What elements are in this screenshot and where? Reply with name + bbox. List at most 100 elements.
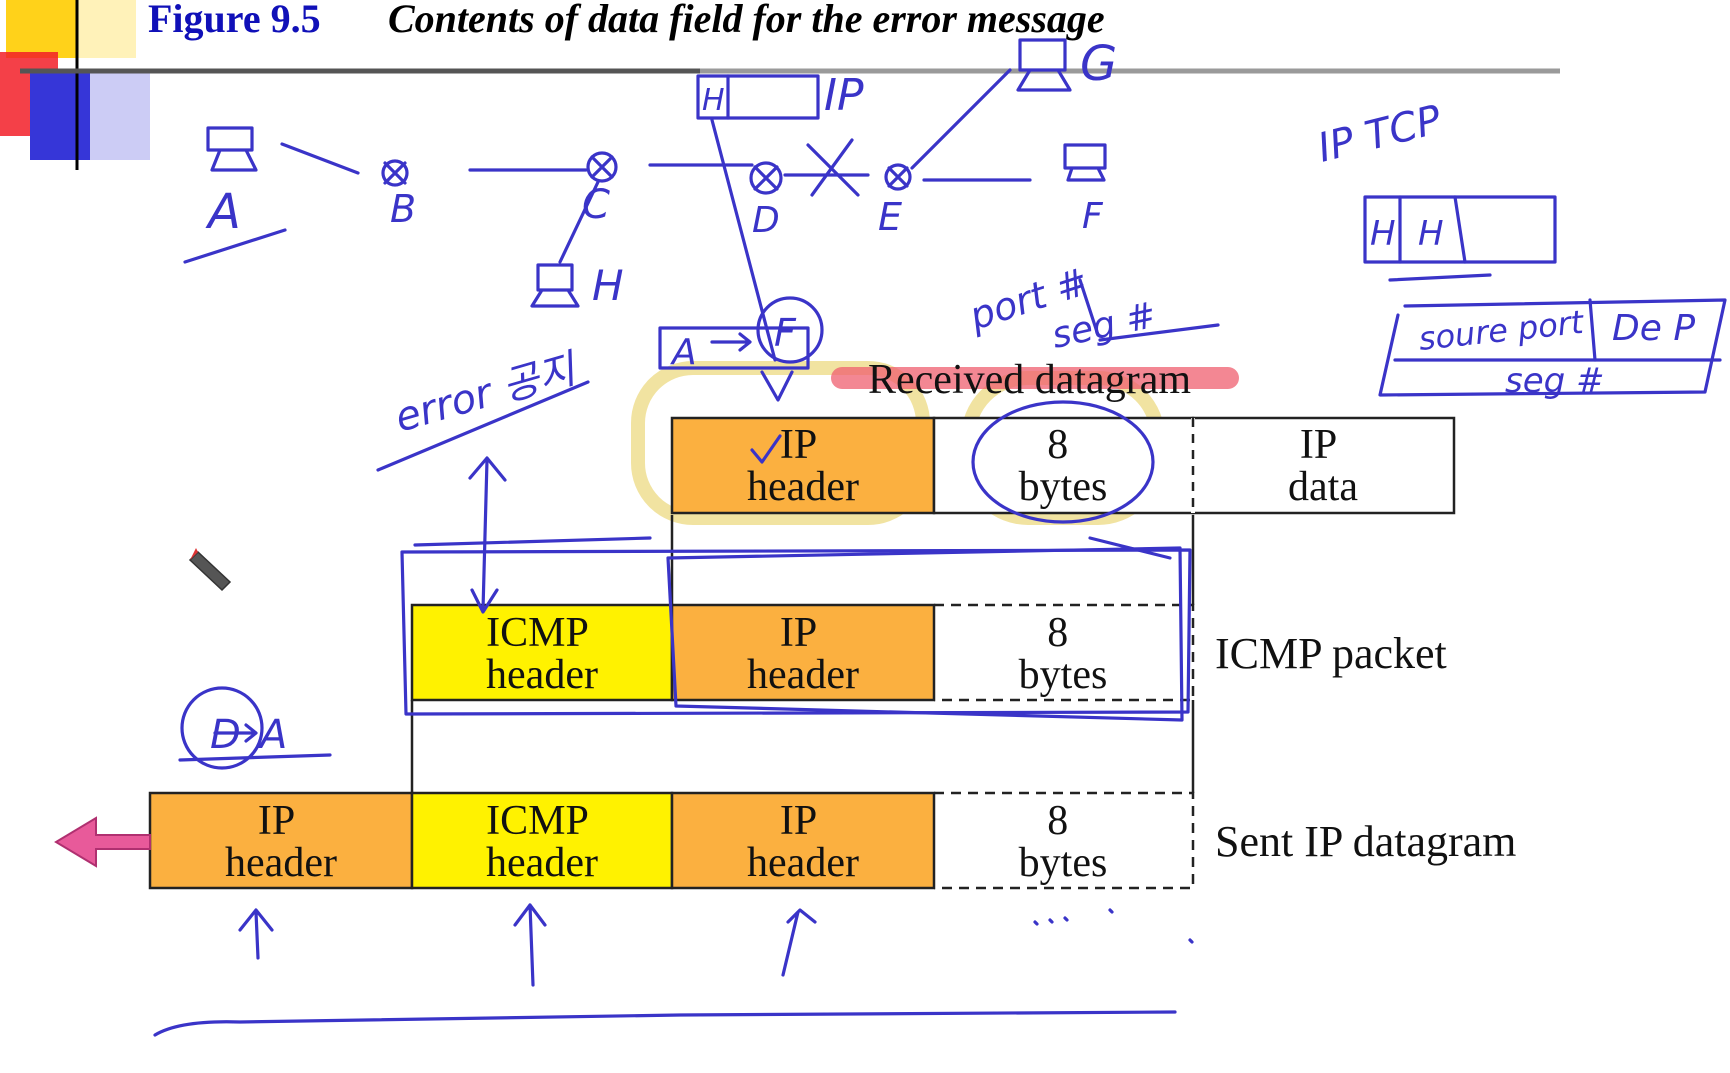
h-cell-2-label: H xyxy=(1418,214,1444,254)
icmp-ip-header-line2: header xyxy=(747,652,859,698)
icmp-8-bytes-text: 8 bytes xyxy=(1019,610,1108,698)
sent-icmp-header-line2: header xyxy=(486,840,598,886)
seq-bottom-label: seg # xyxy=(1505,361,1605,401)
router-b-icon xyxy=(381,159,409,187)
sent-inner-ip-header-line1: IP xyxy=(780,798,816,844)
up-arrow-ip-header xyxy=(238,908,274,960)
received-datagram-label: Received datagram xyxy=(868,357,1191,403)
packet-sketch xyxy=(696,74,820,402)
logo-yellow-square xyxy=(6,0,76,58)
sent-ip-header-text: IP header xyxy=(225,798,337,886)
node-f-label: F xyxy=(1082,196,1104,237)
host-g-icon xyxy=(1016,38,1072,92)
router-c-icon xyxy=(586,151,618,183)
icmp-8-bytes-cell xyxy=(934,603,1195,702)
outgoing-arrow-icon xyxy=(54,816,151,868)
icmp-ip-header-cell xyxy=(670,603,936,702)
received-ip-data-line2: data xyxy=(1288,464,1358,510)
icmp-8-line2: bytes xyxy=(1019,652,1108,698)
field-up-arrows xyxy=(238,903,817,987)
sent-inner-ip-header-cell xyxy=(670,791,936,890)
d-to-a-d-label: D xyxy=(210,712,241,758)
bottom-underline xyxy=(153,1010,1177,1037)
node-h-label: H xyxy=(592,261,624,310)
sent-inner-ip-header-line2: header xyxy=(747,840,859,886)
node-g-label: G xyxy=(1080,36,1117,92)
node-b-label: B xyxy=(390,187,416,231)
tcp-header-sketch xyxy=(1378,298,1727,397)
error-note-label: error 공지 xyxy=(390,346,583,442)
sent-icmp-header-cell xyxy=(410,791,674,890)
sent-8-line1: 8 xyxy=(1047,798,1068,844)
packet-h-label: H xyxy=(702,83,725,118)
router-d-icon xyxy=(749,161,783,195)
received-ip-data-line1: IP xyxy=(1300,422,1336,468)
received-8-bytes-text: 8 bytes xyxy=(1019,422,1108,510)
sent-ip-datagram-label: Sent IP datagram xyxy=(1215,817,1516,866)
ip-tcp-label: IP TCP xyxy=(1313,97,1446,172)
port-seg-sketch xyxy=(1078,278,1220,342)
slide-logo xyxy=(0,0,1560,170)
up-arrow-inner-ip-header xyxy=(781,908,817,977)
sent-inner-ip-header-text: IP header xyxy=(747,798,859,886)
figure-number: Figure 9.5 xyxy=(148,0,321,41)
logo-fade xyxy=(76,0,136,58)
received-ip-data-text: IP data xyxy=(1288,422,1358,510)
circle-8-bytes xyxy=(971,400,1155,524)
row-received-datagram: Received datagram IP header 8 bytes IP d… xyxy=(670,357,1456,515)
ip-tcp-sketch xyxy=(1363,195,1557,282)
node-a-label: A xyxy=(205,184,241,240)
a-to-f-a-label: A xyxy=(670,332,697,373)
host-f-icon xyxy=(1063,143,1107,182)
error-note-sketch xyxy=(376,380,590,614)
broken-link-icon xyxy=(806,138,860,197)
d-to-a-a-label: A xyxy=(257,712,287,758)
logo-blue-fade xyxy=(90,70,150,160)
icmp-header-cell xyxy=(410,603,674,702)
sent-ip-header-line1: IP xyxy=(258,798,294,844)
h-cell-1-label: H xyxy=(1370,214,1396,254)
figure-caption: Contents of data field for the error mes… xyxy=(388,0,1105,41)
pen-cursor-icon xyxy=(188,548,232,592)
received-8-line1: 8 xyxy=(1047,422,1068,468)
host-a-icon xyxy=(206,126,258,172)
icmp-packet-label: ICMP packet xyxy=(1215,629,1447,678)
network-sketch xyxy=(183,38,1107,308)
node-d-label: D xyxy=(752,200,780,241)
a-to-f-sketch xyxy=(658,296,824,370)
received-ip-header-line1: IP xyxy=(780,422,816,468)
source-port-label: soure port xyxy=(1417,303,1587,358)
dest-port-label: De P xyxy=(1612,308,1695,349)
a-to-f-f-label: F xyxy=(774,311,797,355)
icmp-header-line1: ICMP xyxy=(486,610,587,656)
row-icmp-packet: ICMP header IP header 8 bytes ICMP packe… xyxy=(410,603,1447,702)
sent-ip-header-cell xyxy=(148,791,414,890)
sent-icmp-header-line1: ICMP xyxy=(486,798,587,844)
received-ip-header-text: IP header xyxy=(747,422,859,510)
icmp-header-text: ICMP header xyxy=(486,610,598,698)
logo-blue-square xyxy=(30,70,90,160)
node-e-label: E xyxy=(878,195,902,239)
sent-ip-header-line2: header xyxy=(225,840,337,886)
received-ip-data-cell xyxy=(1191,416,1456,515)
icmp-8-line1: 8 xyxy=(1047,610,1068,656)
row-connectors xyxy=(410,515,1195,793)
up-arrow-icmp-header xyxy=(513,903,547,987)
packet-ip-label: IP xyxy=(824,70,864,121)
host-h-icon xyxy=(530,263,580,308)
received-ip-header-cell xyxy=(670,416,936,515)
check-mark-icon xyxy=(750,434,782,464)
sent-8-bytes-cell xyxy=(934,791,1195,890)
router-e-icon xyxy=(884,163,912,191)
node-c-label: C xyxy=(582,182,610,228)
d-to-a-sketch xyxy=(178,686,332,770)
received-8-line2: bytes xyxy=(1019,464,1108,510)
sent-8-line2: bytes xyxy=(1019,840,1108,886)
received-ip-header-line2: header xyxy=(747,464,859,510)
icmp-packet-outline xyxy=(400,536,1192,722)
sent-8-bytes-text: 8 bytes xyxy=(1019,798,1108,886)
icmp-header-line2: header xyxy=(486,652,598,698)
row-sent-ip-datagram: IP header ICMP header IP header 8 bytes … xyxy=(54,791,1516,890)
